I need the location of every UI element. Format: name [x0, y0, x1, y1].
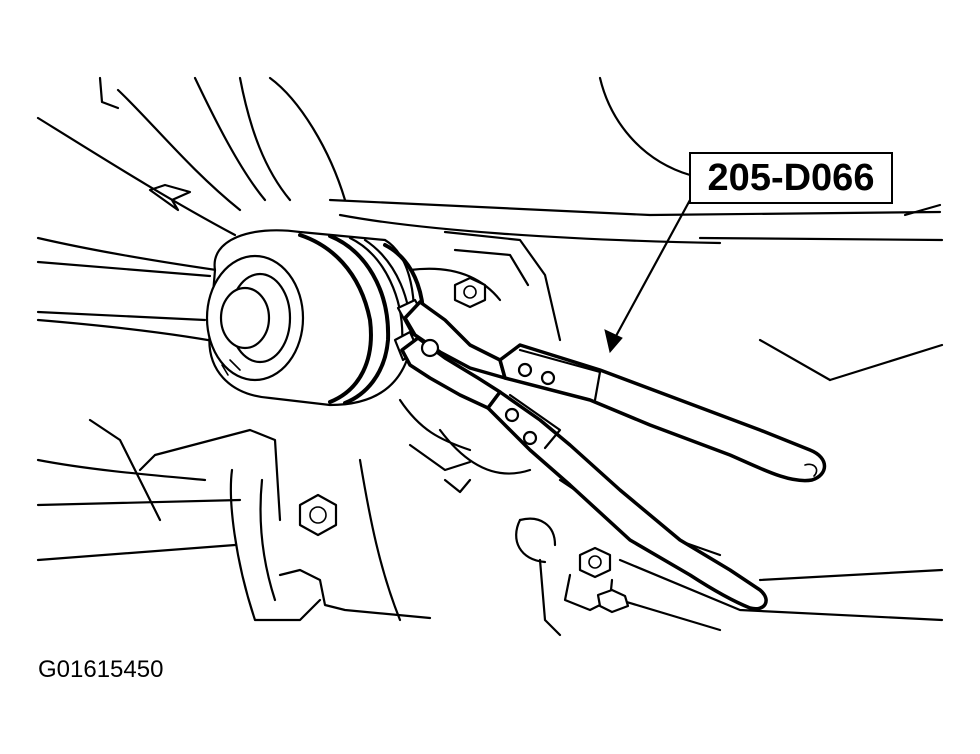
callout-leader-arrow — [604, 198, 692, 354]
figure-id-label: G01615450 — [38, 656, 164, 683]
axle-shaft — [36, 236, 237, 347]
bolt-lower — [298, 493, 338, 537]
upper-body-panel — [36, 76, 944, 245]
cv-boot — [205, 229, 415, 407]
bolt-right — [563, 546, 630, 614]
boot-clamp-pliers — [400, 300, 827, 611]
knuckle-housing — [36, 230, 944, 637]
tool-number-callout: 205-D066 — [689, 152, 893, 204]
bolt-upper — [453, 276, 487, 309]
